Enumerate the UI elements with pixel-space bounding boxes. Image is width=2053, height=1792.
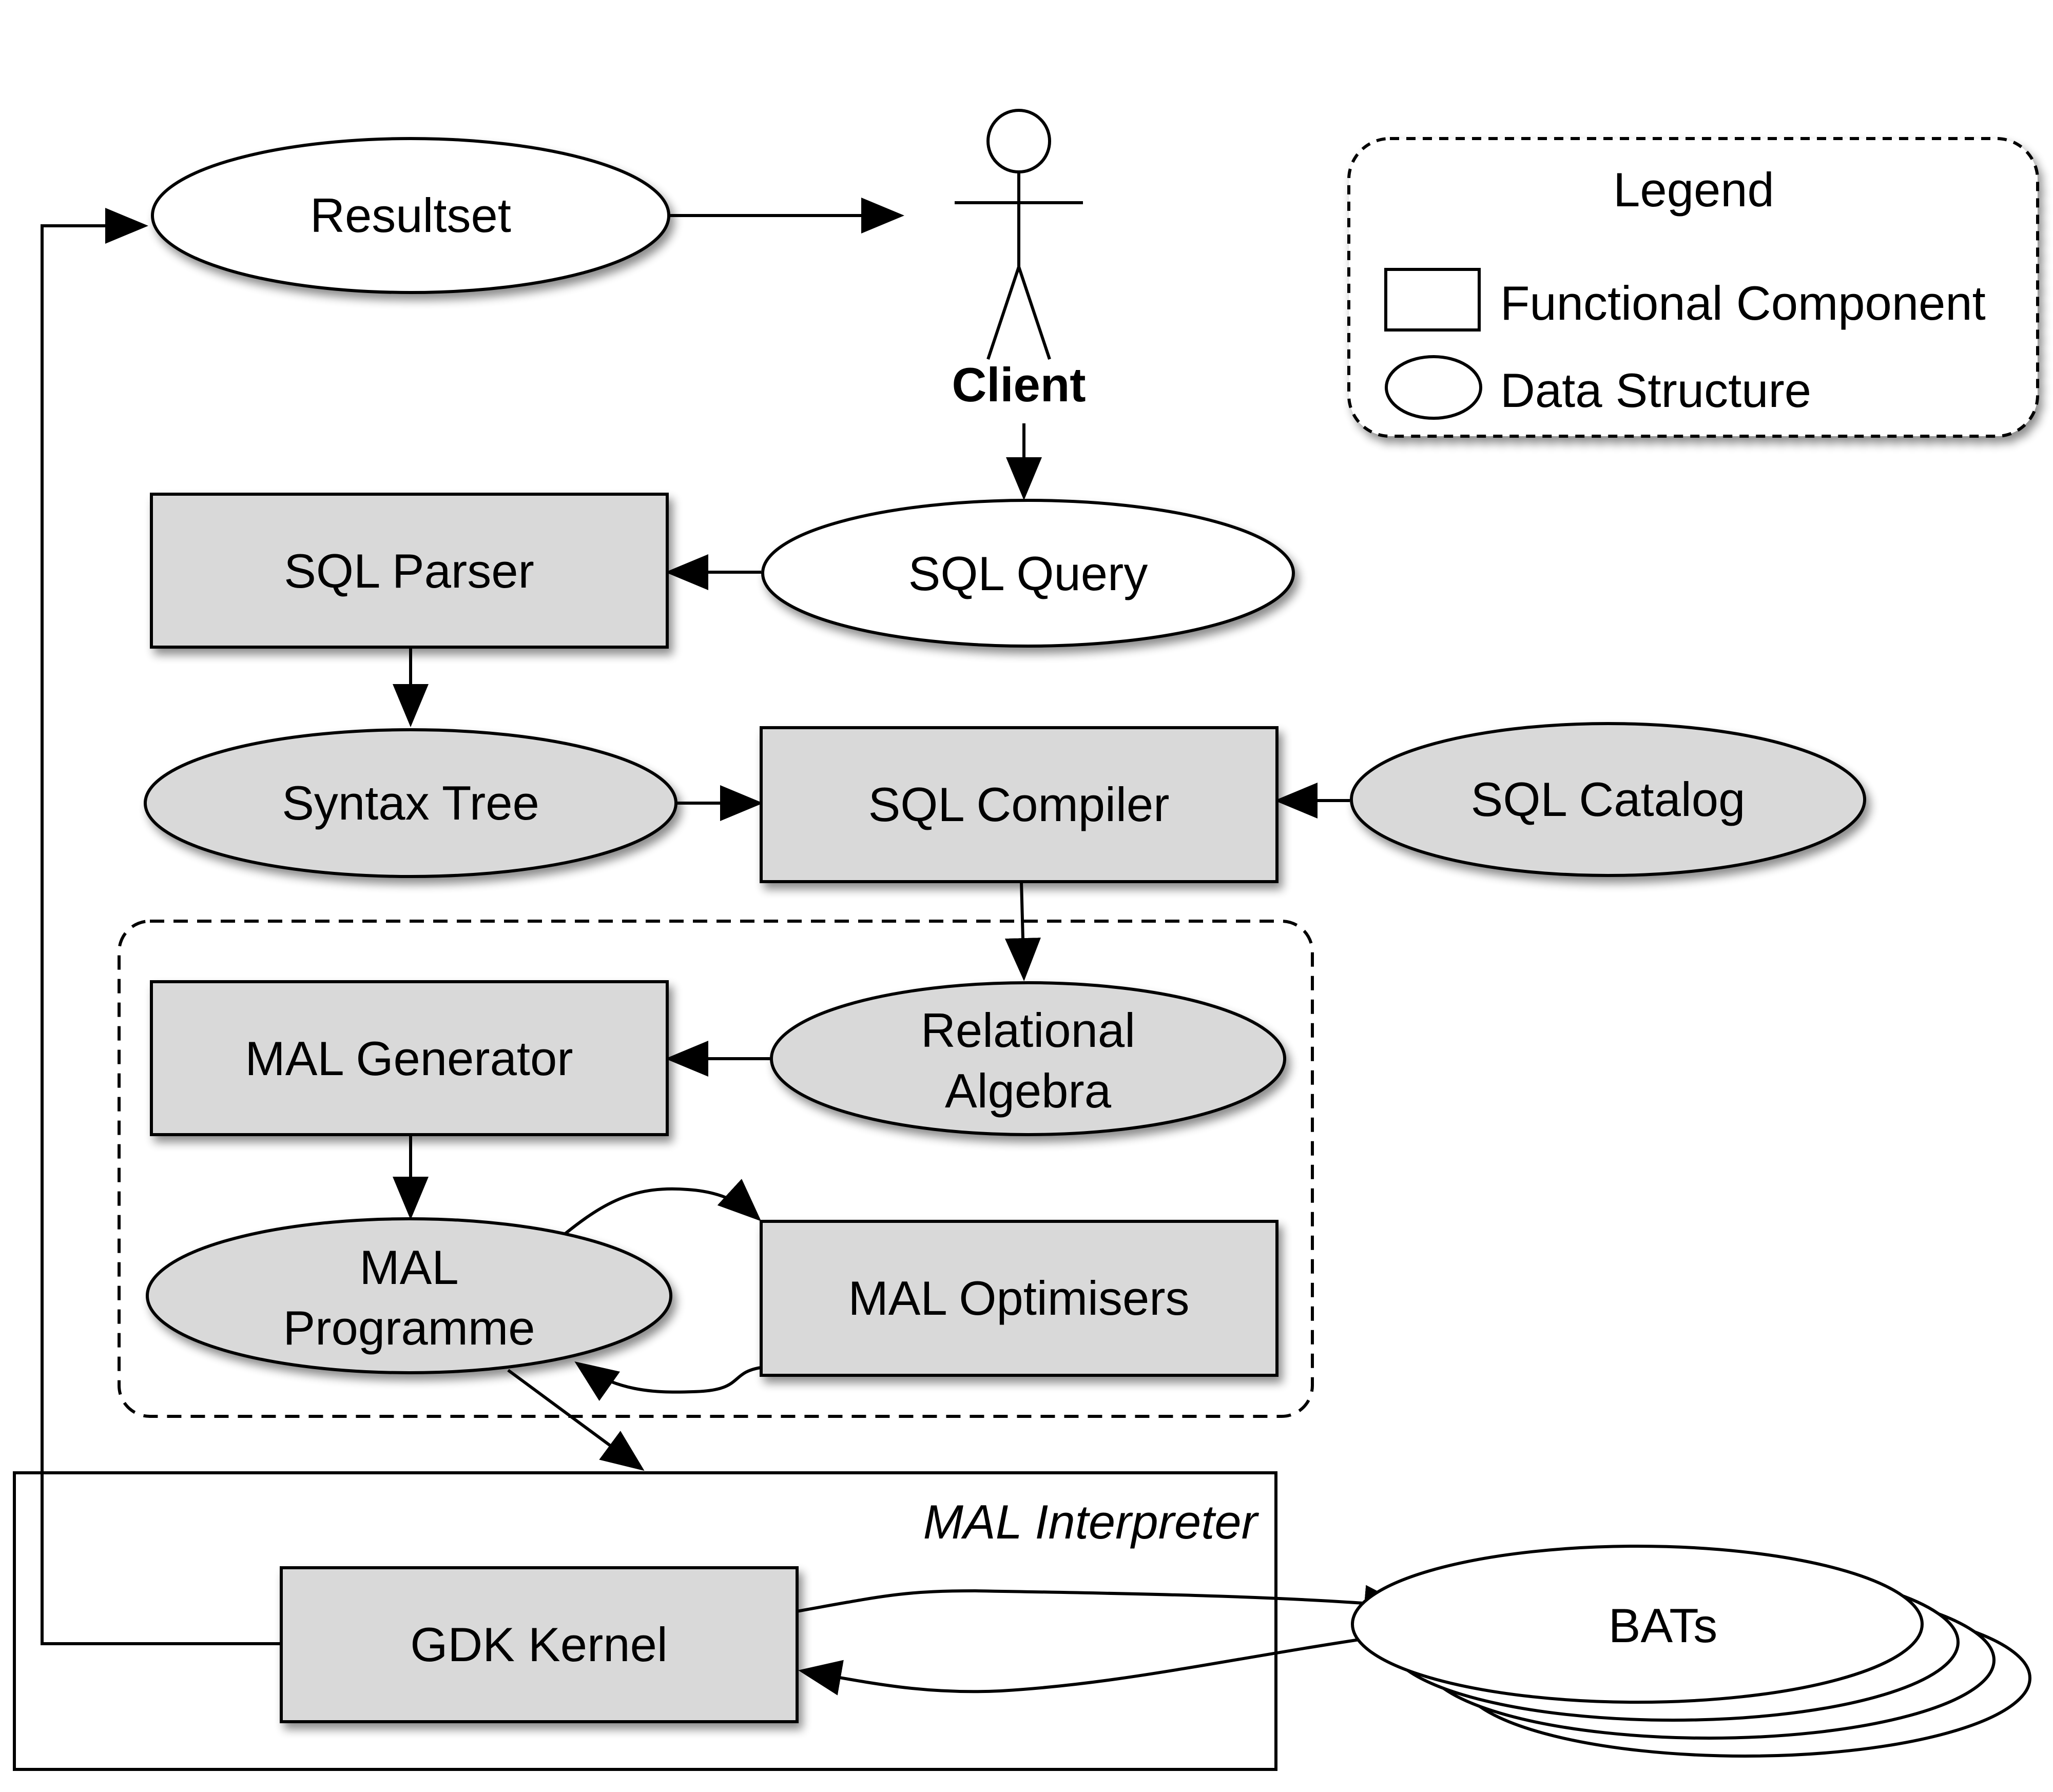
sql-parser-label: SQL Parser	[284, 544, 534, 598]
mal-interpreter-box	[13, 1471, 1277, 1771]
mal-interpreter-label: MAL Interpreter	[923, 1495, 1260, 1549]
legend-item-data-structure: Data Structure	[1500, 363, 1811, 417]
mal-stage-group	[118, 920, 1314, 1418]
relational-algebra-label-line2: Algebra	[945, 1064, 1112, 1118]
resultset-node: Resultset	[151, 137, 670, 294]
arrow-compiler-to-relational-algebra	[1004, 881, 1041, 981]
sql-parser-node: SQL Parser	[150, 493, 669, 649]
mal-programme-node: MAL Programme	[146, 1217, 672, 1374]
legend: Legend Functional Component Data Structu…	[1347, 137, 2039, 438]
mal-programme-label-line1: MAL	[359, 1240, 458, 1294]
arrow-gdk-to-bats	[796, 1585, 1407, 1621]
arrow-bats-to-gdk	[798, 1632, 1402, 1696]
syntax-tree-node: Syntax Tree	[144, 728, 677, 878]
mal-programme-label-line2: Programme	[283, 1301, 535, 1355]
mal-optimisers-label: MAL Optimisers	[848, 1271, 1189, 1325]
sql-query-node: SQL Query	[761, 499, 1295, 648]
sql-compiler-label: SQL Compiler	[868, 777, 1170, 831]
resultset-label: Resultset	[310, 188, 511, 242]
mal-generator-label: MAL Generator	[245, 1031, 573, 1085]
legend-item-functional-component: Functional Component	[1500, 276, 1986, 330]
syntax-tree-label: Syntax Tree	[282, 776, 539, 830]
connectors	[41, 198, 1407, 1696]
legend-box	[1347, 137, 2039, 438]
arrow-programme-to-optimisers	[564, 1179, 762, 1236]
relational-algebra-node: Relational Algebra	[770, 981, 1286, 1136]
bats-label: BATs	[1609, 1599, 1717, 1652]
gdk-kernel-label: GDK Kernel	[410, 1618, 668, 1671]
mal-generator-node: MAL Generator	[150, 980, 669, 1136]
bats-node: BATs	[1351, 1545, 2031, 1758]
legend-title: Legend	[1613, 163, 1774, 217]
client-figure	[955, 109, 1083, 360]
gdk-kernel-node: GDK Kernel	[280, 1566, 799, 1723]
arrow-gdk-to-resultset	[41, 208, 280, 1645]
legend-rectangle-icon	[1384, 268, 1481, 332]
sql-query-label: SQL Query	[908, 547, 1148, 600]
arrow-programme-to-interpreter	[507, 1369, 645, 1471]
sql-compiler-node: SQL Compiler	[760, 726, 1279, 883]
mal-optimisers-node: MAL Optimisers	[760, 1220, 1279, 1377]
sql-catalog-node: SQL Catalog	[1350, 722, 1866, 877]
sql-catalog-label: SQL Catalog	[1471, 772, 1746, 826]
client-head	[986, 109, 1051, 173]
legend-ellipse-icon	[1385, 355, 1482, 420]
arrow-optimisers-to-programme	[574, 1361, 761, 1401]
relational-algebra-label-line1: Relational	[921, 1003, 1135, 1057]
client-label: Client	[952, 358, 1086, 412]
